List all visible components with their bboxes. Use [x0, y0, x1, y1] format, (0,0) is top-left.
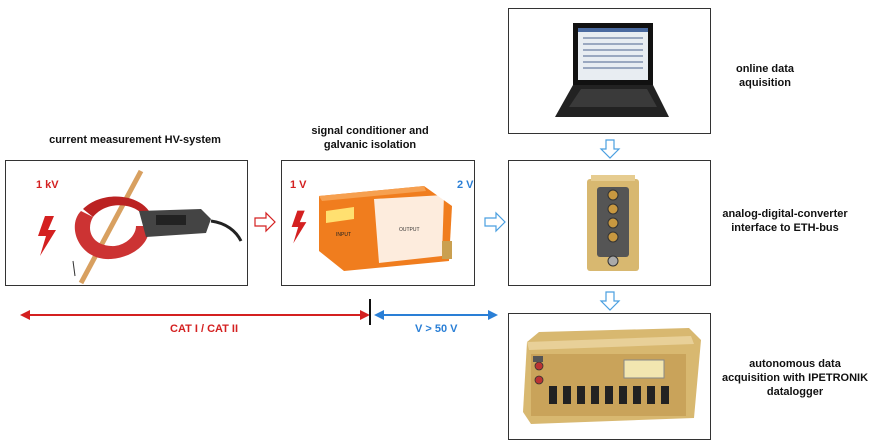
current-clamp-image	[72, 169, 243, 285]
label-auto-line1: autonomous data	[749, 358, 841, 370]
vgt-range-arrow	[374, 310, 498, 320]
high-voltage-icon	[38, 216, 56, 256]
conditioner-input-text: INPUT	[336, 232, 351, 238]
datalogger-box	[508, 313, 711, 440]
label-current-measurement: current measurement HV-system	[49, 134, 221, 146]
adc-module-image	[587, 175, 639, 271]
label-online-line2: aquisition	[739, 77, 791, 89]
conditioner-box: 1 V 2 V INPUT OUTPUT	[281, 160, 475, 286]
label-signal-conditioner-line2: galvanic isolation	[323, 139, 417, 151]
range-divider	[369, 299, 371, 325]
voltage-in: 1 V	[290, 179, 307, 191]
label-signal-conditioner: signal conditioner and galvanic isolatio…	[290, 124, 450, 152]
label-online-line1: online data	[735, 63, 795, 75]
label-adc-line1: analog-digital-converter	[722, 208, 848, 220]
label-auto-line3: datalogger	[766, 386, 824, 398]
laptop-image	[555, 23, 669, 117]
label-adc: analog-digital-converter interface to ET…	[705, 207, 865, 235]
label-auto-line2: acquisition with IPETRONIK	[721, 372, 869, 384]
datalogger-image	[523, 328, 701, 424]
conditioner-output-text: OUTPUT	[399, 227, 420, 233]
arrow-laptop-to-adc	[599, 139, 621, 159]
laptop-box	[508, 8, 711, 134]
cat-range-arrow	[20, 310, 370, 320]
signal-conditioner-image: INPUT OUTPUT	[319, 186, 452, 271]
vgt-range-label: V > 50 V	[415, 323, 458, 335]
adc-box	[508, 160, 711, 286]
arrow-clamp-to-conditioner	[254, 211, 276, 233]
label-online-data: online data aquisition	[710, 62, 820, 90]
voltage-1kv: 1 kV	[36, 179, 59, 191]
high-voltage-icon-2	[291, 210, 307, 244]
voltage-out: 2 V	[457, 179, 474, 191]
label-adc-line2: interface to ETH-bus	[731, 222, 839, 234]
label-autonomous: autonomous data acquisition with IPETRON…	[715, 357, 873, 399]
label-signal-conditioner-line1: signal conditioner and	[311, 125, 429, 137]
cat-range-label: CAT I / CAT II	[170, 323, 239, 335]
clamp-box: 1 kV	[5, 160, 248, 286]
arrow-conditioner-to-adc	[484, 211, 506, 233]
arrow-adc-to-logger	[599, 291, 621, 311]
